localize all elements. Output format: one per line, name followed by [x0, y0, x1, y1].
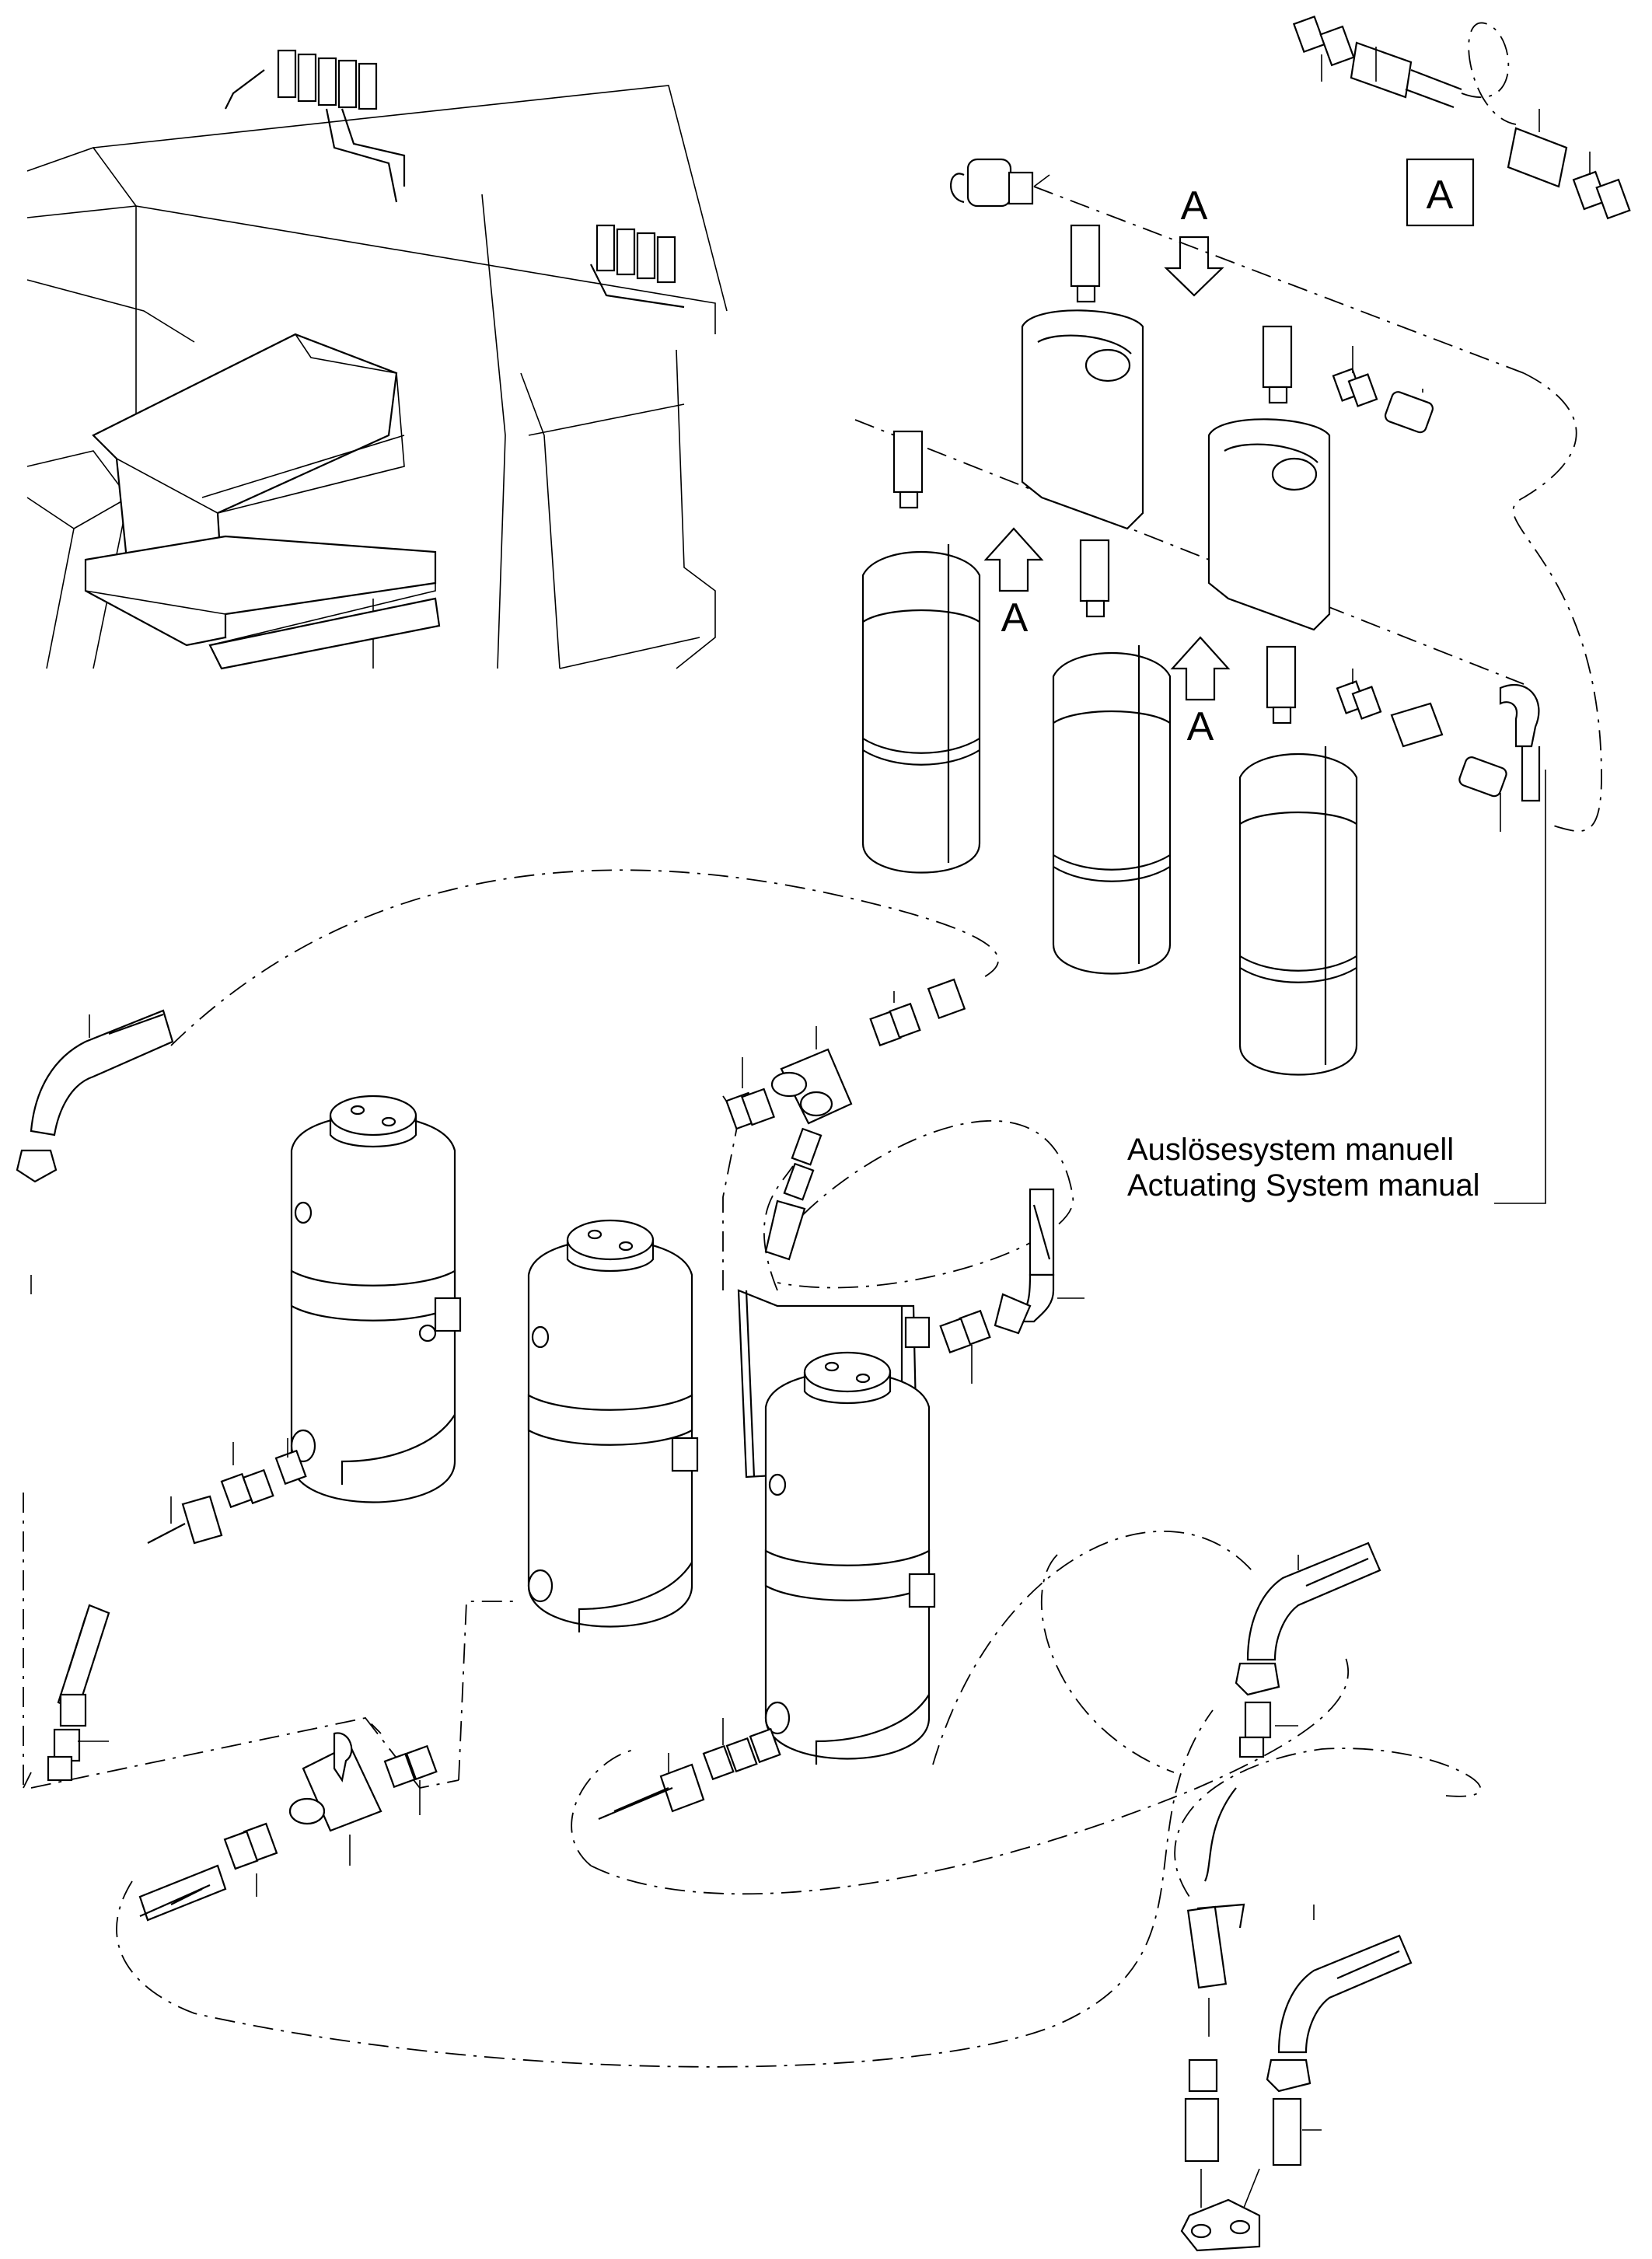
upper-fittings	[1332, 346, 1541, 832]
lower-tee-assembly	[138, 1732, 438, 1922]
cylinder-right	[1238, 746, 1358, 1076]
left-elbow-hose	[16, 1009, 174, 1294]
valve-heads	[892, 224, 1297, 724]
cylinder-left	[861, 544, 981, 874]
arrow-a-mid: A	[1170, 636, 1231, 749]
cylinder-middle	[1052, 645, 1172, 975]
roof-nozzle-cluster-left	[225, 49, 406, 203]
detail-a-hose	[1292, 15, 1631, 220]
cyl3-elbow-hose	[939, 1188, 1084, 1384]
cylinder-center-lines	[854, 186, 1602, 833]
arrow-a-left: A	[983, 527, 1044, 641]
upper-tee-assembly	[725, 978, 966, 1261]
pipe-route-loop	[23, 869, 1482, 2068]
bottom-right-elbow-hose-lower	[1266, 1905, 1413, 2166]
lower-left-hose	[47, 1604, 110, 1782]
arrow-a-top: A	[1164, 183, 1224, 297]
caption-block: Auslösesystem manuell Actuating System m…	[1127, 770, 1546, 1204]
arrow-a-mid-label: A	[1187, 704, 1214, 749]
vehicle-body	[26, 85, 728, 670]
large-cylinder-2	[527, 1219, 699, 1632]
upper-brackets	[1021, 309, 1331, 631]
large-cylinder-1	[290, 1095, 462, 1503]
cyl1-fittings	[147, 1438, 307, 1545]
view-marker-label: A	[1427, 173, 1454, 218]
caption-line-en: Actuating System manual	[1127, 1168, 1480, 1203]
upper-valve-fitting	[950, 158, 1050, 208]
view-marker-box: A	[1406, 158, 1475, 227]
cyl3-lower-hose	[598, 1718, 781, 1821]
arrow-a-top-label: A	[1181, 183, 1208, 229]
bottom-right-manual-valve	[1180, 1787, 1261, 2252]
roof-nozzle-cluster-right	[590, 224, 685, 309]
arrow-a-left-label: A	[1001, 595, 1029, 641]
bottom-right-elbow-hose-upper	[1235, 1541, 1381, 1758]
large-cylinder-3	[737, 1289, 936, 1765]
caption-line-de: Auslösesystem manuell	[1127, 1133, 1454, 1167]
